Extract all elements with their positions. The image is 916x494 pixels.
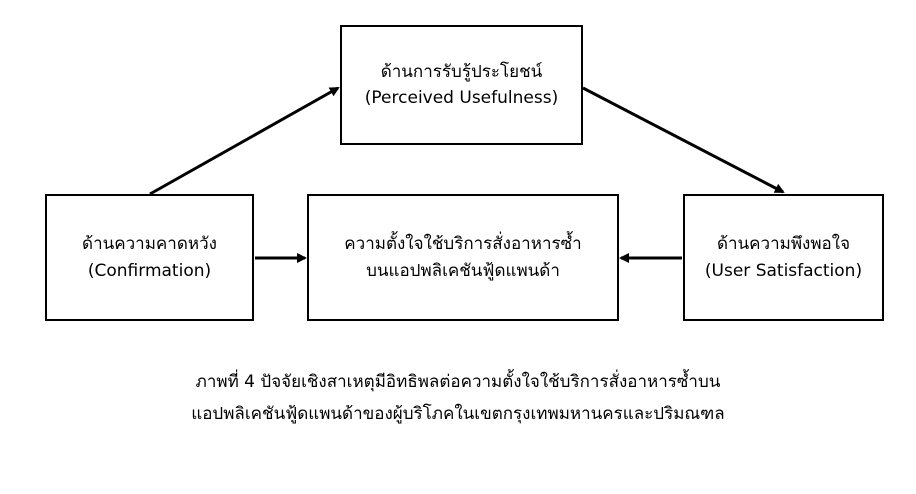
node-perceived-usefulness-thai-label: ด้านการรับรู้ประโยชน์: [380, 61, 543, 82]
node-perceived-usefulness-english-label: (Perceived Usefulness): [364, 88, 559, 108]
node-user-satisfaction-english-label: (User Satisfaction): [704, 260, 863, 281]
node-confirmation-thai-label: ด้านความคาดหวัง: [82, 234, 217, 255]
node-continuance-intention-line2: บนแอปพลิเคชันฟู้ดแพนด้า: [366, 260, 560, 281]
node-confirmation: ด้านความคาดหวัง (Confirmation): [45, 194, 254, 321]
figure-caption-line1: ภาพที่ 4 ปัจจัยเชิงสาเหตุมีอิทธิพลต่อควา…: [195, 372, 721, 392]
figure-caption-line2: แอปพลิเคชันฟู้ดแพนด้าของผู้บริโภคในเขตกร…: [191, 404, 725, 424]
node-perceived-usefulness: ด้านการรับรู้ประโยชน์ (Perceived Usefuln…: [340, 25, 583, 145]
figure-caption: ภาพที่ 4 ปัจจัยเชิงสาเหตุมีอิทธิพลต่อควา…: [0, 366, 916, 430]
arrow-perceived-usefulness-to-user-satisfaction: [582, 86, 785, 194]
arrow-confirmation-to-perceived-usefulness: [149, 86, 340, 196]
node-user-satisfaction: ด้านความพึงพอใจ (User Satisfaction): [683, 194, 884, 321]
node-confirmation-english-label: (Confirmation): [87, 260, 212, 281]
node-user-satisfaction-thai-label: ด้านความพึงพอใจ: [716, 234, 851, 255]
node-continuance-intention: ความตั้งใจใช้บริการสั่งอาหารซ้ำ บนแอปพลิ…: [307, 194, 619, 321]
node-continuance-intention-line1: ความตั้งใจใช้บริการสั่งอาหารซ้ำ: [344, 234, 582, 255]
